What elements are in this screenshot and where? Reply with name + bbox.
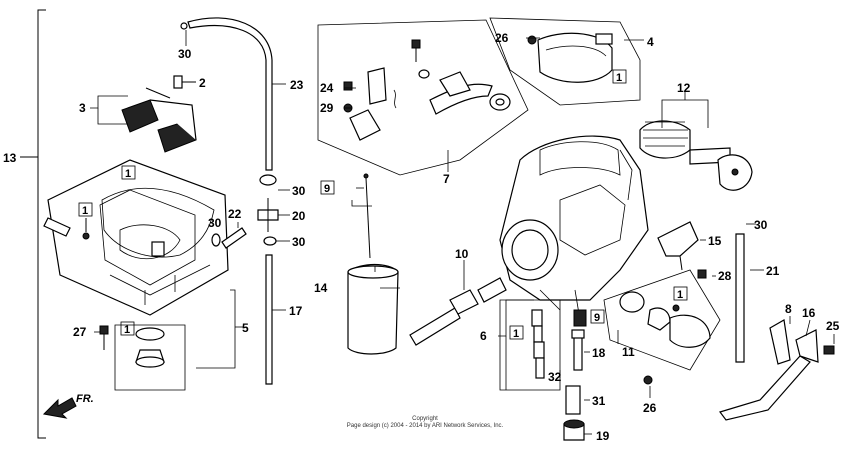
throttle-drum (639, 120, 753, 191)
callout-30: 30 (292, 235, 306, 249)
boxed-callout-1: 1 (124, 324, 130, 336)
callout-21: 21 (766, 264, 780, 278)
callout-30: 30 (754, 218, 768, 232)
throttle-linkage-group (317, 19, 529, 176)
jet-needle (363, 173, 371, 259)
callout-17: 17 (289, 304, 303, 318)
tube-17 (265, 254, 273, 385)
boxed-callout-1: 1 (677, 289, 683, 301)
callout-30: 30 (292, 184, 306, 198)
copyright-notice: Copyright Page design (c) 2004 - 2014 by… (300, 416, 550, 430)
callout-28: 28 (718, 269, 732, 283)
callout-19: 19 (596, 429, 610, 443)
assembly-13-bracket (20, 9, 46, 439)
screw-25 (823, 345, 835, 355)
boxed-callout-9: 9 (594, 312, 600, 324)
callout-23: 23 (290, 78, 304, 92)
callout-2: 2 (199, 76, 206, 90)
throttle-valve (347, 263, 399, 355)
bracket-15 (657, 221, 699, 271)
callout-3: 3 (79, 101, 86, 115)
accelerator-pump (603, 269, 721, 371)
boxed-callout-9: 9 (324, 183, 330, 195)
screw-26-top (527, 35, 537, 45)
copyright-line-1: Copyright (412, 416, 438, 422)
float-chamber-gasket (101, 187, 215, 258)
callout-16: 16 (802, 306, 816, 320)
float (121, 87, 197, 153)
boxed-callout-1: 1 (125, 168, 131, 180)
clips-30 (180, 22, 277, 247)
front-direction-arrow: FR. (42, 393, 94, 419)
callout-4: 4 (647, 35, 654, 49)
copyright-line-2: Page design (c) 2004 - 2014 by ARI Netwo… (346, 423, 504, 429)
callout-27: 27 (73, 325, 87, 339)
callout-11: 12 (677, 81, 691, 95)
screw-28 (697, 269, 707, 279)
link-16 (795, 329, 819, 363)
callout-22: 22 (228, 207, 242, 221)
callout-20: 20 (292, 209, 306, 223)
callout-7: 7 (443, 172, 450, 186)
boxed-callouts: 1 1 1 1 1 1 9 9 (78, 69, 688, 340)
drain-screw-19 (563, 419, 585, 441)
callout-26: 26 (643, 401, 657, 415)
callout-25: 25 (826, 319, 840, 333)
callout-5: 5 (242, 321, 249, 335)
pilot-screw-left (43, 217, 90, 240)
callout-13: 13 (3, 151, 17, 165)
tube-23 (187, 17, 273, 171)
callout-18: 18 (592, 346, 606, 360)
needle-jet-holder-31 (565, 385, 581, 415)
leader-lines (90, 30, 835, 435)
screw-26-bottom (643, 375, 653, 385)
callout-24: 24 (320, 81, 334, 95)
callout-15: 15 (708, 234, 722, 248)
callout-29: 29 (320, 101, 334, 115)
callout-32: 32 (548, 370, 562, 384)
callout-31: 31 (592, 394, 606, 408)
top-cover (489, 17, 641, 106)
callout-labels: 30 2 3 23 13 30 30 22 20 30 5 17 27 24 2… (3, 31, 840, 443)
callout-10: 10 (455, 247, 469, 261)
tube-22 (221, 227, 247, 249)
front-direction-label: FR. (76, 393, 94, 405)
throttle-stop-screw (409, 277, 507, 346)
slow-jet-18 (571, 329, 585, 371)
callout-6: 6 (480, 329, 487, 343)
drain-plug (114, 324, 186, 391)
tube-fitting-20 (257, 198, 279, 232)
o-ring-9 (573, 309, 587, 327)
screw-27 (99, 325, 109, 350)
callout-26: 26 (495, 31, 509, 45)
callout-30: 30 (178, 47, 192, 61)
choke-lever-8 (719, 319, 811, 421)
screw-24 (343, 81, 353, 91)
jet-set (499, 299, 561, 391)
boxed-callout-1: 1 (82, 205, 88, 217)
carburetor-body (499, 135, 649, 321)
callout-14: 14 (314, 281, 328, 295)
tube-21 (735, 233, 745, 363)
float-chamber (47, 159, 229, 316)
callout-12: 11 (622, 345, 635, 359)
callout-30: 30 (208, 216, 222, 230)
boxed-callout-1: 1 (513, 328, 519, 340)
callout-8: 8 (785, 302, 792, 316)
boxed-callout-1: 1 (616, 72, 622, 84)
